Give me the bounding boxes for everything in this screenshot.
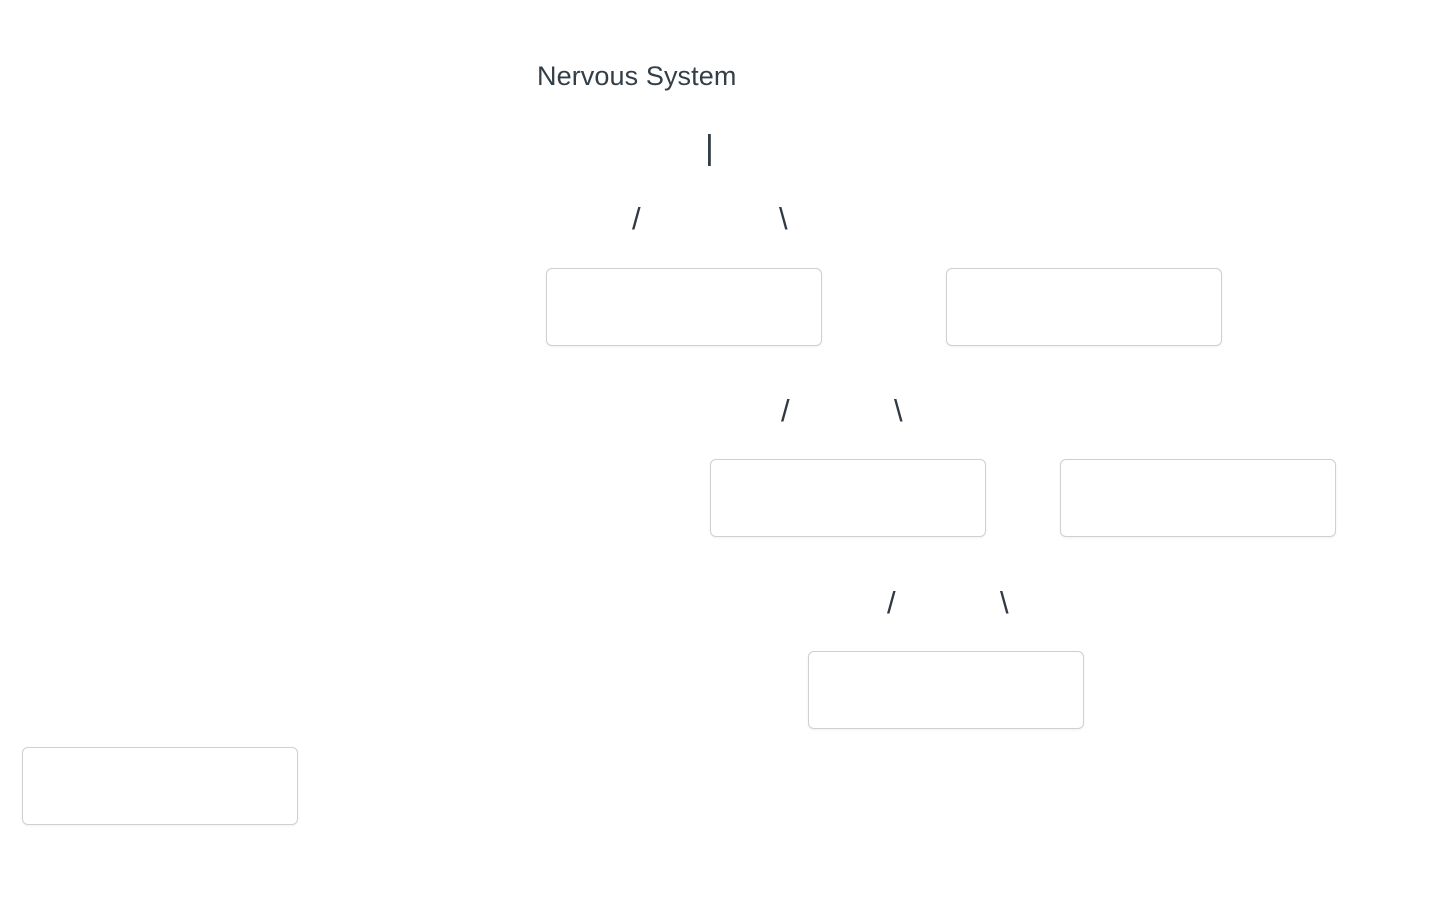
node-box-4[interactable] (1060, 459, 1336, 537)
level3-left-branch-icon: / (887, 585, 896, 620)
node-box-3-value (711, 460, 985, 536)
node-box-1-value (547, 269, 821, 345)
node-box-1[interactable] (546, 268, 822, 346)
level2-right-branch-icon: \ (894, 393, 903, 428)
node-box-5[interactable] (808, 651, 1084, 729)
root-stem-icon: | (705, 129, 714, 167)
node-box-5-value (809, 652, 1083, 728)
level2-left-branch-icon: / (781, 393, 790, 428)
level1-right-branch-icon: \ (779, 201, 788, 236)
level3-right-branch-icon: \ (1000, 585, 1009, 620)
node-box-3[interactable] (710, 459, 986, 537)
node-box-2-value (947, 269, 1221, 345)
node-box-2[interactable] (946, 268, 1222, 346)
node-box-6[interactable] (22, 747, 298, 825)
level1-left-branch-icon: / (632, 201, 641, 236)
node-box-4-value (1061, 460, 1335, 536)
node-box-6-value (23, 748, 297, 824)
page-title: Nervous System (537, 61, 737, 91)
